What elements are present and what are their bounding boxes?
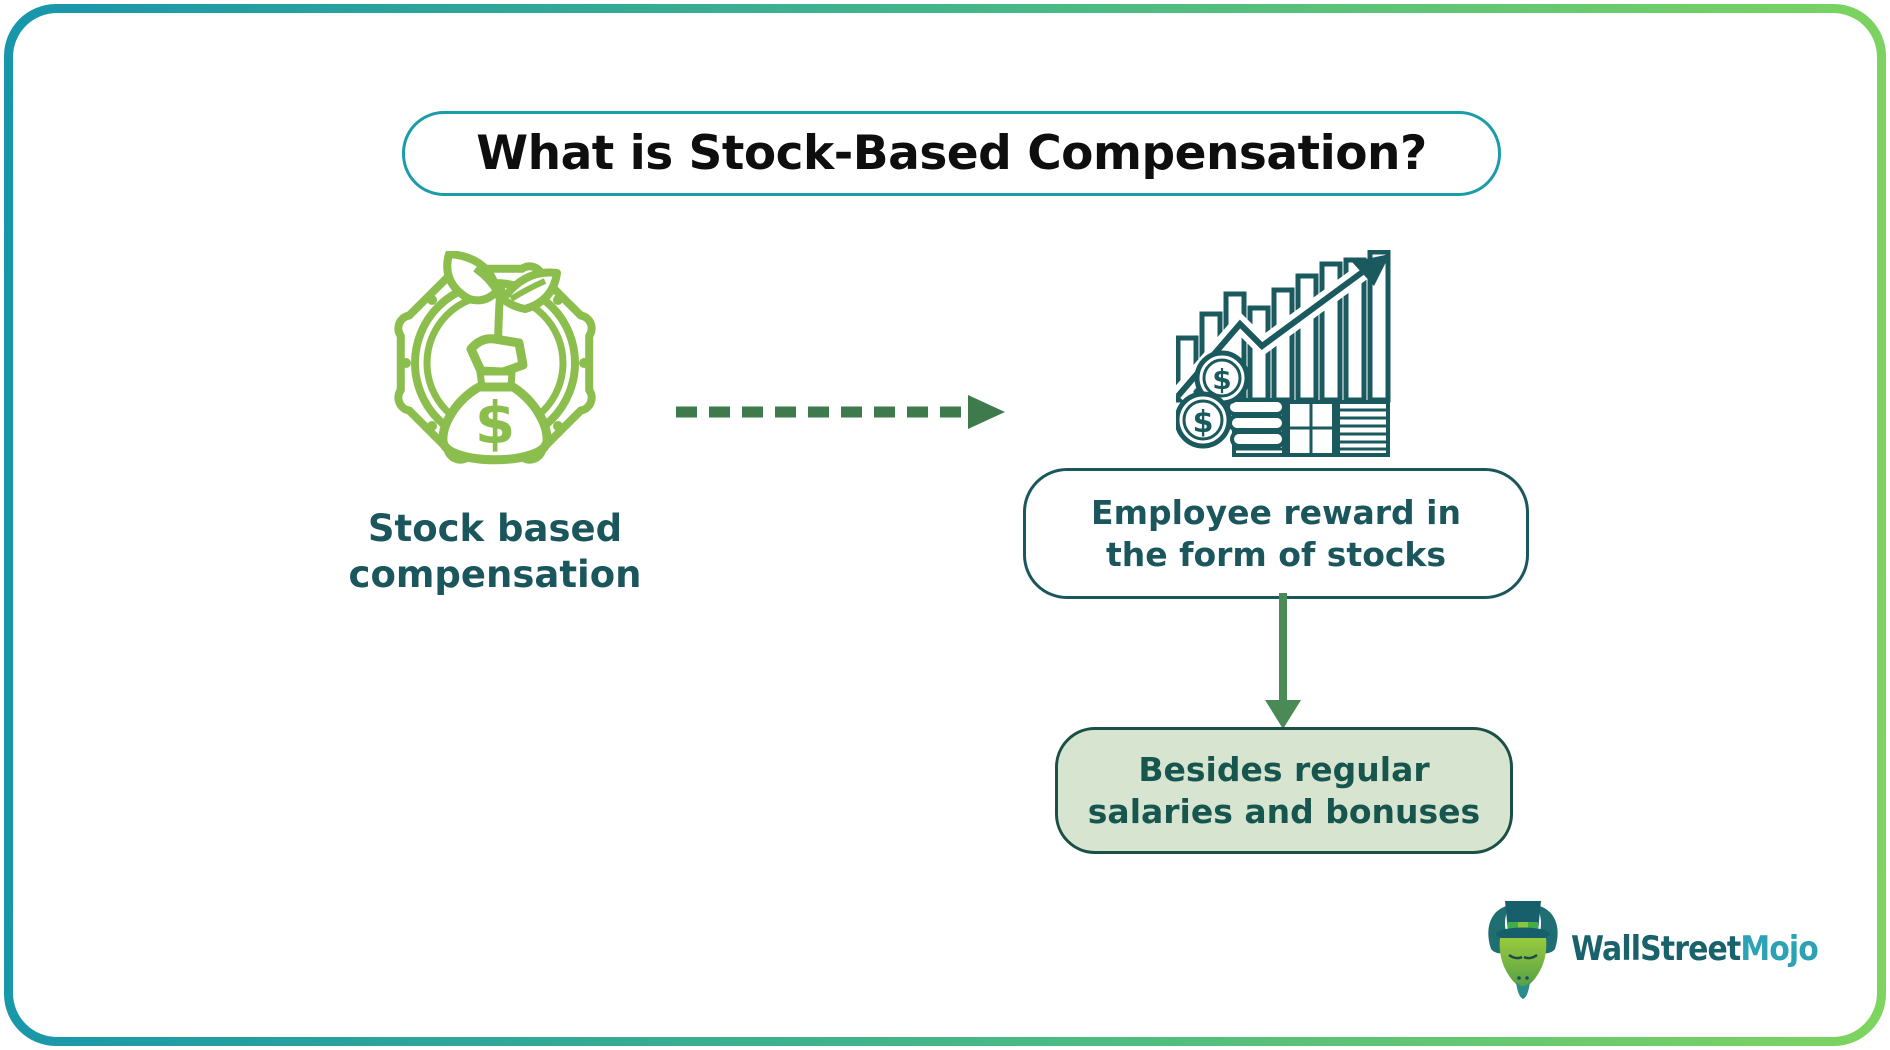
besides-salaries-box: Besides regular salaries and bonuses: [1055, 727, 1513, 854]
down-arrow-svg: [1265, 593, 1301, 729]
logo-wordmark: WallStreetMojo: [1571, 929, 1819, 969]
down-arrow: [1261, 593, 1305, 730]
employee-reward-line2: the form of stocks: [1105, 534, 1447, 574]
besides-line1: Besides regular: [1138, 749, 1430, 789]
dollar-coins: $ $: [1174, 350, 1250, 449]
dashed-arrow-svg: [676, 395, 1005, 429]
sprout: [443, 250, 561, 342]
page-title: What is Stock-Based Compensation?: [476, 126, 1427, 181]
money-bag-gear-svg: $: [394, 250, 596, 465]
money-bag: [438, 334, 552, 465]
dashed-arrow: [672, 392, 1006, 432]
source-label-line1: Stock based: [367, 507, 623, 550]
employee-reward-box: Employee reward in the form of stocks: [1023, 468, 1529, 599]
source-label-line2: compensation: [348, 553, 642, 596]
employee-reward-line1: Employee reward in: [1091, 492, 1461, 532]
dollar-glyph: $: [475, 389, 515, 457]
gear-dots: [401, 295, 589, 431]
besides-line2: salaries and bonuses: [1087, 791, 1481, 831]
coin-dollar-glyph: $: [1212, 363, 1231, 396]
bull-mascot-icon: [1488, 901, 1558, 999]
wallstreetmojo-logo: WallStreetMojo: [1483, 897, 1852, 1001]
coin-dollar-glyph: $: [1193, 405, 1214, 440]
logo-text-mojo: Mojo: [1740, 929, 1819, 969]
title-banner: What is Stock-Based Compensation?: [402, 111, 1501, 196]
stock-growth-chart-icon: $ $: [1171, 249, 1392, 460]
stock-growth-chart-svg: $ $: [1171, 249, 1391, 457]
source-node-label: Stock based compensation: [285, 506, 705, 598]
money-bag-gear-icon: $: [385, 250, 605, 475]
logo-text-wallstreet: WallStreet: [1571, 929, 1741, 969]
coin-pile: [1226, 398, 1286, 448]
